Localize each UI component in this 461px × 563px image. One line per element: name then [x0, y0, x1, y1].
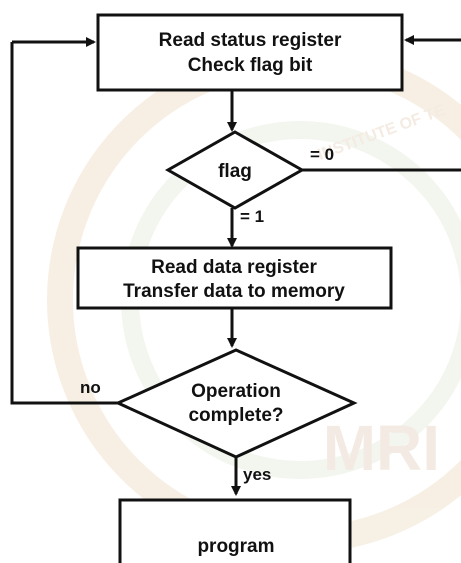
node-program: program	[118, 498, 352, 563]
edge-label-yes: yes	[243, 465, 271, 484]
edge-label-flag-one: = 1	[240, 207, 264, 226]
read-data-line1: Read data register	[151, 257, 317, 278]
operation-complete-line2: complete?	[188, 405, 283, 426]
read-status-box	[96, 13, 404, 92]
program-box	[118, 498, 352, 563]
node-read-status: Read status register Check flag bit	[96, 13, 404, 92]
flag-diamond	[164, 130, 306, 210]
node-read-data: Read data register Transfer data to memo…	[76, 246, 393, 310]
flag-label: flag	[218, 161, 252, 182]
loop-no-line	[10, 42, 118, 405]
node-operation-complete: Operation complete?	[114, 348, 358, 459]
operation-complete-line1: Operation	[191, 381, 281, 402]
read-data-box	[76, 246, 393, 310]
edge-label-no: no	[80, 378, 101, 397]
read-data-line2: Transfer data to memory	[123, 281, 345, 302]
operation-complete-diamond	[114, 348, 358, 459]
edge-label-flag-zero: = 0	[310, 145, 334, 164]
program-label: program	[197, 536, 274, 557]
read-status-line2: Check flag bit	[188, 55, 313, 76]
watermark-mri-text: MRI	[323, 412, 440, 484]
node-flag-decision: flag	[164, 130, 306, 210]
read-status-line1: Read status register	[159, 30, 342, 51]
